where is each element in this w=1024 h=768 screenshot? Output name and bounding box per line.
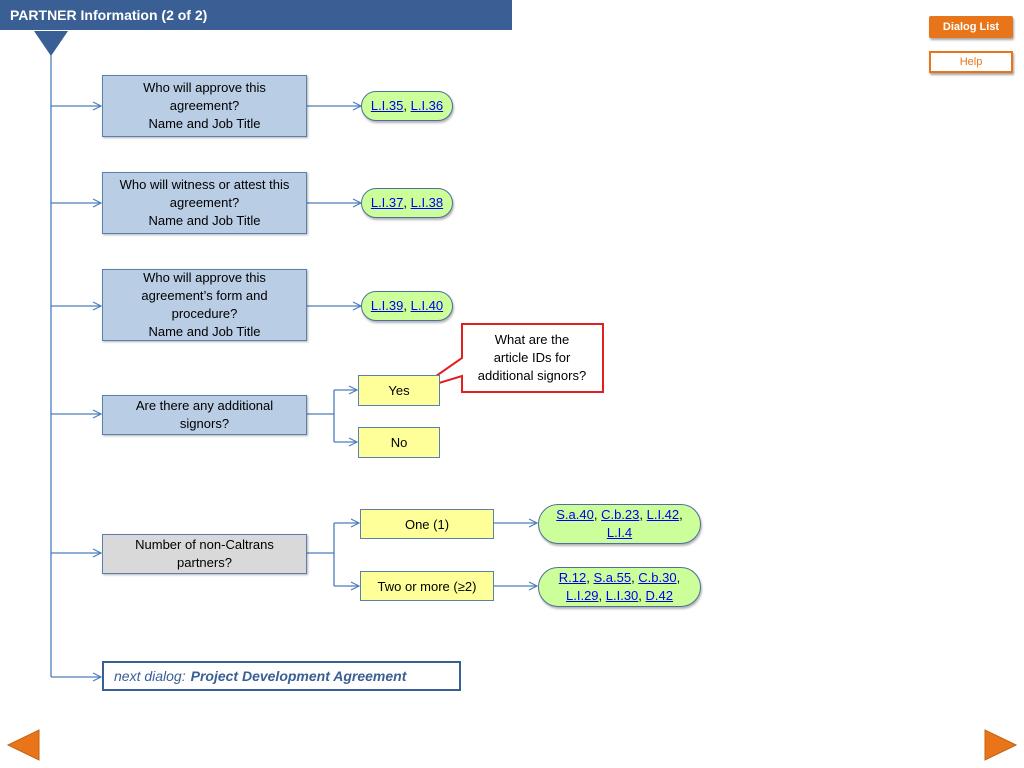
article-link[interactable]: C.b.30: [638, 570, 677, 585]
article-link[interactable]: L.I.36: [410, 98, 444, 113]
article-link[interactable]: L.I.38: [410, 195, 444, 210]
article-link[interactable]: L.I.4: [606, 525, 633, 540]
article-link[interactable]: L.I.39: [370, 298, 404, 313]
article-link[interactable]: R.12: [558, 570, 587, 585]
callout-bubble: [415, 323, 604, 393]
article-link[interactable]: L.I.37: [370, 195, 404, 210]
article-link[interactable]: L.I.40: [410, 298, 444, 313]
article-link[interactable]: D.42: [645, 588, 673, 603]
help-button[interactable]: Help: [929, 51, 1013, 73]
article-link[interactable]: C.b.23: [601, 507, 640, 522]
next-dialog-link[interactable]: next dialog:Project Development Agreemen…: [102, 661, 461, 691]
article-link[interactable]: S.a.40: [556, 507, 594, 522]
article-link[interactable]: L.I.29: [566, 588, 599, 603]
answer-two-or-more-partners[interactable]: Two or more (≥2): [360, 571, 494, 601]
article-link[interactable]: L.I.30: [605, 588, 639, 603]
links-witness-agreement: L.I.37, L.I.38: [361, 188, 453, 218]
answer-no[interactable]: No: [358, 427, 440, 458]
article-link[interactable]: L.I.42: [646, 507, 680, 522]
dialog-list-button[interactable]: Dialog List: [929, 16, 1013, 38]
answer-one-partner[interactable]: One (1): [360, 509, 494, 539]
links-one-partner: S.a.40, C.b.23, L.I.42, L.I.4: [538, 504, 701, 544]
article-link[interactable]: S.a.55: [593, 570, 632, 585]
page-title: PARTNER Information (2 of 2): [0, 0, 512, 30]
article-link[interactable]: L.I.35: [370, 98, 404, 113]
links-approve-form: L.I.39, L.I.40: [361, 291, 453, 321]
trunk-head-icon: [34, 31, 68, 56]
links-approve-agreement: L.I.35, L.I.36: [361, 91, 453, 121]
links-two-or-more-partners: R.12, S.a.55, C.b.30, L.I.29, L.I.30, D.…: [538, 567, 701, 607]
answer-yes[interactable]: Yes: [358, 375, 440, 406]
triangle-left-icon[interactable]: [6, 729, 40, 761]
triangle-right-icon[interactable]: [984, 729, 1018, 761]
